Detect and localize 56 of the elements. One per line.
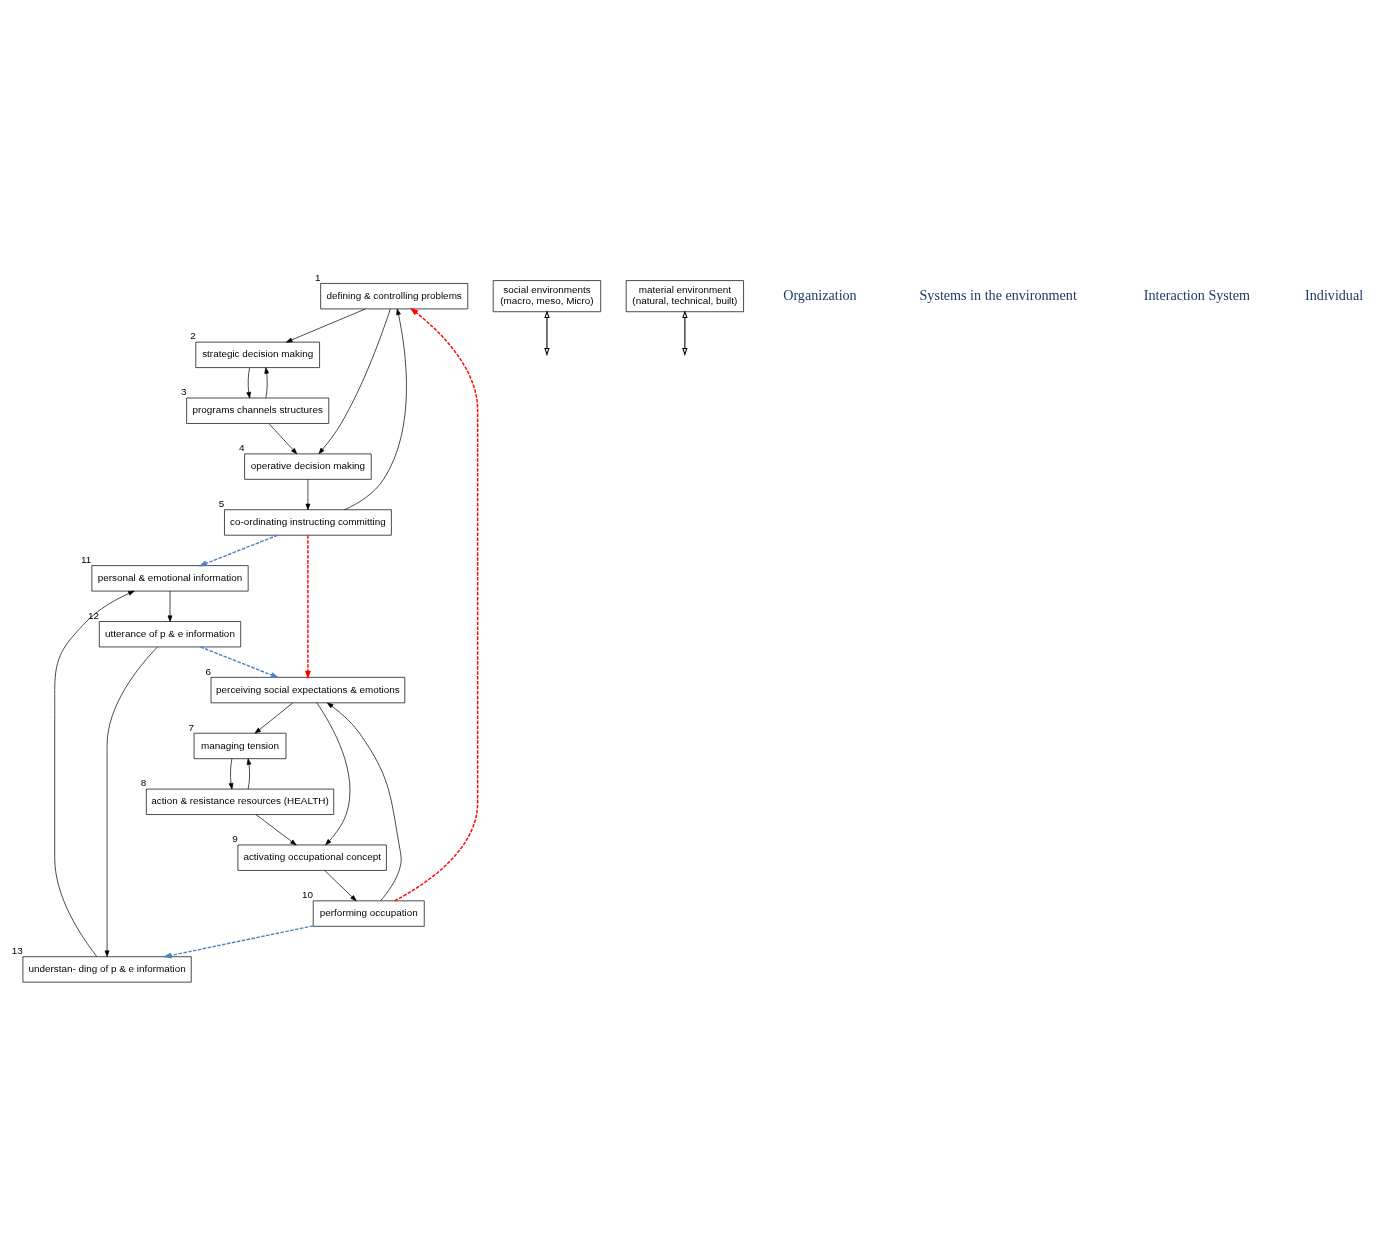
node-label: 9 — [232, 833, 238, 845]
arrow — [682, 310, 688, 356]
arrow — [394, 307, 479, 902]
arrow — [268, 423, 298, 455]
arrow — [318, 308, 391, 455]
node-label: 12 — [88, 609, 100, 621]
arrow — [327, 702, 402, 902]
arrow — [228, 758, 234, 790]
node-box: activating occupational concept — [237, 844, 387, 871]
arrow — [344, 308, 407, 511]
arrow — [286, 308, 366, 343]
node-label: 7 — [188, 721, 194, 733]
node-box: managing tension — [193, 732, 287, 760]
arrow — [162, 925, 314, 959]
node-label: 4 — [239, 442, 245, 454]
node-label: 3 — [181, 386, 187, 398]
node-label: 1 — [315, 271, 321, 283]
arrow — [199, 646, 280, 679]
node-box: utterance of p & e information — [98, 621, 242, 648]
label: Organization — [783, 286, 857, 303]
arrow — [324, 870, 357, 902]
label: Individual — [1305, 286, 1364, 303]
node-box: programs channels structures — [186, 397, 330, 424]
node-box: understan- ding of p & e information — [22, 956, 192, 983]
node-box: action & resistance resources (HEALTH) — [145, 788, 335, 815]
label: Interaction System — [1143, 286, 1251, 303]
node-label: 11 — [81, 553, 92, 565]
node-label: 10 — [302, 889, 314, 901]
label: Systems in the environment — [919, 286, 1077, 303]
node-label: 5 — [218, 498, 225, 510]
node-box: performing occupation — [312, 900, 425, 927]
arrow — [255, 814, 297, 846]
arrow — [54, 590, 135, 957]
node-box: material environment (natural, technical, built) — [625, 280, 744, 313]
node-box: perceiving social expectations & emotions — [210, 677, 406, 704]
arrow — [104, 646, 158, 957]
node-box: defining & controlling problems — [320, 283, 469, 310]
arrow — [246, 758, 252, 790]
arrow — [316, 702, 351, 846]
arrow — [304, 534, 311, 680]
node-box: strategic decision making — [195, 341, 320, 368]
node-label: 13 — [11, 945, 23, 957]
node-label: 8 — [140, 777, 147, 789]
arrow — [264, 367, 269, 399]
arrow — [305, 479, 311, 511]
node-box: co-ordinating instructing committing — [224, 509, 392, 536]
arrow — [246, 367, 251, 399]
arrow — [167, 590, 173, 622]
node-box: operative decision making — [244, 453, 372, 480]
arrow — [254, 702, 294, 734]
node-label: 6 — [205, 665, 211, 677]
node-label: 2 — [190, 330, 196, 342]
arrow — [198, 534, 278, 567]
arrow — [544, 310, 550, 356]
node-box: social environments (macro, meso, Micro) — [492, 280, 602, 313]
node-box: personal & emotional information — [91, 565, 249, 592]
